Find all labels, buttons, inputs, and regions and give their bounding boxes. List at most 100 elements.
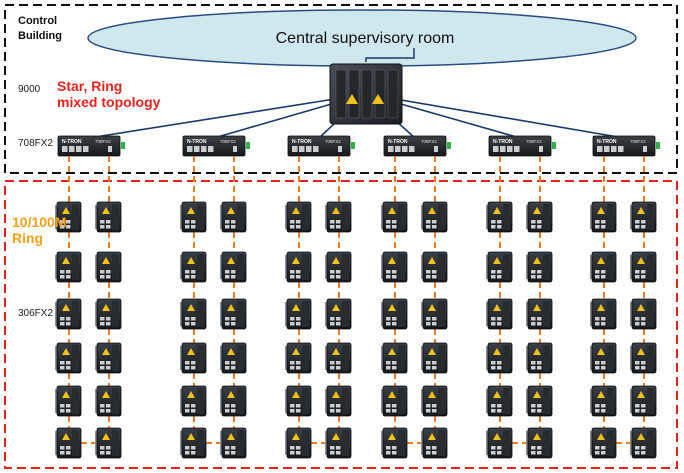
ethernet-port	[537, 322, 542, 326]
warning-icon	[493, 391, 501, 398]
ethernet-port	[641, 451, 646, 455]
ethernet-port	[635, 275, 640, 279]
ethernet-port	[191, 322, 196, 326]
warning-icon	[637, 348, 645, 355]
ethernet-port	[641, 361, 646, 365]
uplink-line	[88, 93, 367, 139]
ethernet-port	[296, 366, 301, 370]
edge-switch-port-panel	[237, 388, 244, 414]
warning-icon	[637, 391, 645, 398]
edge-switch-306fx2	[220, 342, 247, 374]
status-led	[656, 142, 660, 149]
ethernet-port	[595, 446, 600, 450]
ethernet-port	[191, 404, 196, 408]
status-led	[351, 142, 355, 149]
ethernet-port	[618, 146, 624, 152]
ethernet-port	[100, 451, 105, 455]
warning-icon	[62, 348, 70, 355]
edge-switch-port-panel	[503, 301, 510, 327]
status-led	[552, 142, 556, 149]
ethernet-port	[432, 404, 437, 408]
ethernet-port	[191, 366, 196, 370]
ethernet-port	[83, 146, 89, 152]
edge-switch-port-panel	[647, 254, 654, 280]
warning-icon	[292, 207, 300, 214]
warning-icon	[493, 348, 501, 355]
ethernet-port	[635, 317, 640, 321]
ethernet-port	[185, 270, 190, 274]
ethernet-port	[60, 451, 65, 455]
edge-switch-port-panel	[197, 430, 204, 456]
edge-switch-306fx2	[95, 298, 122, 330]
ethernet-port	[225, 225, 230, 229]
distribution-switch-brand: N-TRON	[62, 139, 82, 145]
warning-icon	[597, 391, 605, 398]
distribution-switch-submodel: 708FX2	[325, 139, 341, 144]
edge-switch-306fx2	[381, 342, 408, 374]
edge-switch-306fx2	[55, 298, 82, 330]
ethernet-port	[386, 275, 391, 279]
ethernet-port	[601, 446, 606, 450]
warning-icon	[388, 304, 396, 311]
edge-switch-306fx2	[630, 201, 657, 233]
warning-icon	[332, 348, 340, 355]
ethernet-port	[100, 446, 105, 450]
ethernet-port	[595, 270, 600, 274]
warning-icon	[533, 433, 541, 440]
core-switch-model-label: 9000	[18, 84, 41, 95]
distribution-switch-submodel: 708FX2	[421, 139, 437, 144]
ethernet-port	[100, 220, 105, 224]
ethernet-port	[185, 409, 190, 413]
edge-switch-port-panel	[72, 301, 79, 327]
ethernet-port	[635, 446, 640, 450]
ethernet-port	[595, 317, 600, 321]
ethernet-port	[537, 451, 542, 455]
ethernet-port	[491, 404, 496, 408]
ethernet-port	[60, 446, 65, 450]
ethernet-port	[336, 270, 341, 274]
edge-switch-306fx2	[630, 342, 657, 374]
warning-icon	[533, 207, 541, 214]
ethernet-port	[641, 220, 646, 224]
edge-switch-port-panel	[197, 204, 204, 230]
ethernet-port	[60, 220, 65, 224]
ethernet-port	[537, 225, 542, 229]
ethernet-port	[386, 225, 391, 229]
ethernet-port	[194, 146, 200, 152]
warning-icon	[428, 348, 436, 355]
edge-switch-306fx2	[220, 251, 247, 283]
edge-switch-306fx2	[421, 251, 448, 283]
warning-icon	[187, 433, 195, 440]
ethernet-port	[635, 270, 640, 274]
ethernet-port	[531, 275, 536, 279]
status-led	[246, 142, 250, 149]
ethernet-port	[392, 366, 397, 370]
edge-switch-306fx2	[180, 298, 207, 330]
ethernet-port	[292, 146, 298, 152]
status-led	[447, 142, 451, 149]
ethernet-port	[497, 409, 502, 413]
ethernet-port	[491, 275, 496, 279]
ethernet-port	[595, 322, 600, 326]
warning-icon	[428, 391, 436, 398]
ethernet-port	[491, 322, 496, 326]
edge-switch-306fx2	[325, 251, 352, 283]
edge-switch-306fx2	[381, 251, 408, 283]
edge-switch-port-panel	[647, 301, 654, 327]
warning-icon	[597, 348, 605, 355]
ethernet-port	[231, 366, 236, 370]
ethernet-port	[290, 322, 295, 326]
ethernet-port	[225, 451, 230, 455]
ethernet-port	[100, 322, 105, 326]
ethernet-port	[392, 404, 397, 408]
ethernet-port	[225, 220, 230, 224]
ethernet-port	[491, 225, 496, 229]
edge-switch-port-panel	[398, 430, 405, 456]
distribution-switch-submodel: 708FX2	[630, 139, 646, 144]
edge-switch-port-panel	[342, 345, 349, 371]
ethernet-port	[531, 270, 536, 274]
edge-switch-306fx2	[55, 251, 82, 283]
edge-switch-port-panel	[237, 254, 244, 280]
ethernet-port	[601, 409, 606, 413]
